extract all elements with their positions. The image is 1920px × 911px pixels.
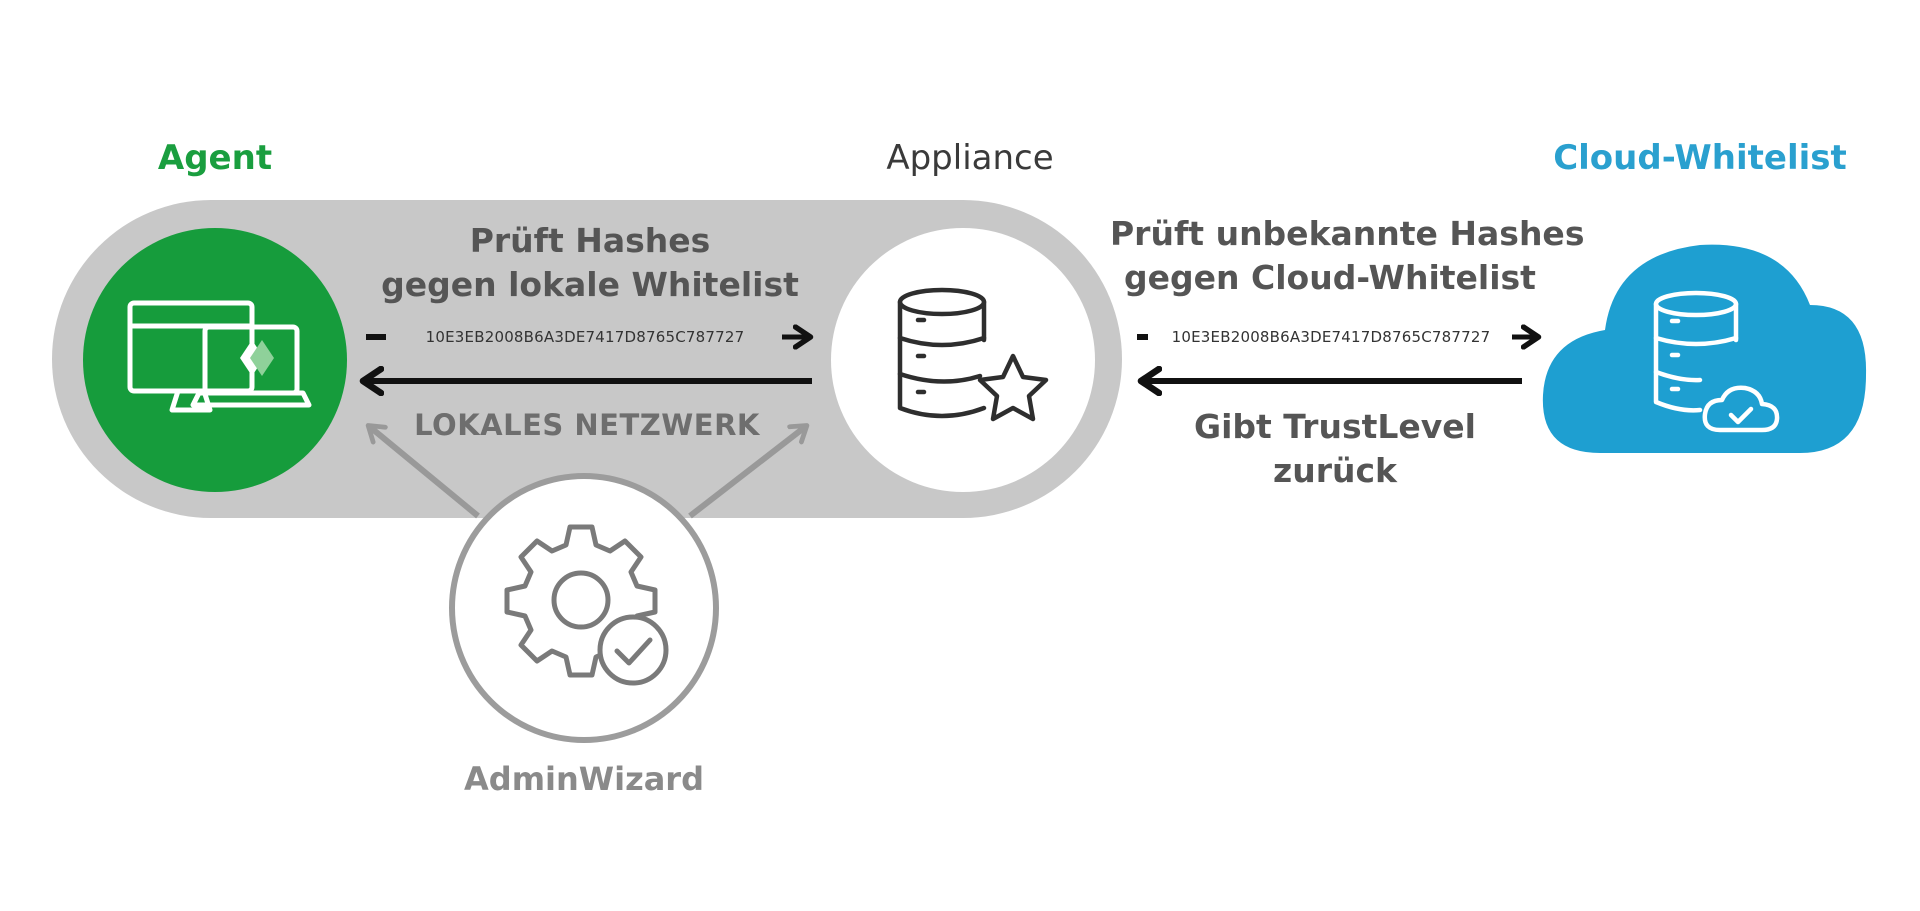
cloud-check-line2: gegen Cloud-Whitelist (1124, 258, 1536, 297)
local-hash: 10E3EB2008B6A3DE7417D8765C787727 (425, 328, 745, 346)
database-star-icon (897, 287, 1049, 422)
trust-return-line2: zurück (1273, 451, 1397, 490)
appliance-label: Appliance (886, 138, 1054, 178)
gear-check-icon (504, 524, 669, 686)
local-check-line1: Prüft Hashes (469, 221, 711, 260)
cloud-node (1542, 244, 1867, 453)
edge-cloud-check (1137, 337, 1536, 381)
cloud-database-icon (1653, 290, 1780, 433)
cloud-hash: 10E3EB2008B6A3DE7417D8765C787727 (1171, 328, 1491, 346)
local-check-line2: gegen lokale Whitelist (381, 265, 799, 304)
adminwizard-label: AdminWizard (464, 760, 704, 798)
agent-label: Agent (157, 138, 273, 178)
cloud-whitelist-label: Cloud-Whitelist (1553, 138, 1847, 178)
trust-return-line1: Gibt TrustLevel (1194, 407, 1476, 446)
agent-node (83, 228, 347, 492)
arrow-wizard-to-agent (365, 423, 480, 519)
edge-local-check (366, 337, 812, 381)
local-network-label: LOKALES NETZWERK (414, 408, 760, 442)
arrow-wizard-to-appliance (688, 423, 810, 519)
adminwizard-node (365, 423, 810, 743)
appliance-node (831, 228, 1095, 492)
cloud-check-line1: Prüft unbekannte Hashes (1110, 214, 1585, 253)
computers-icon (127, 300, 312, 413)
